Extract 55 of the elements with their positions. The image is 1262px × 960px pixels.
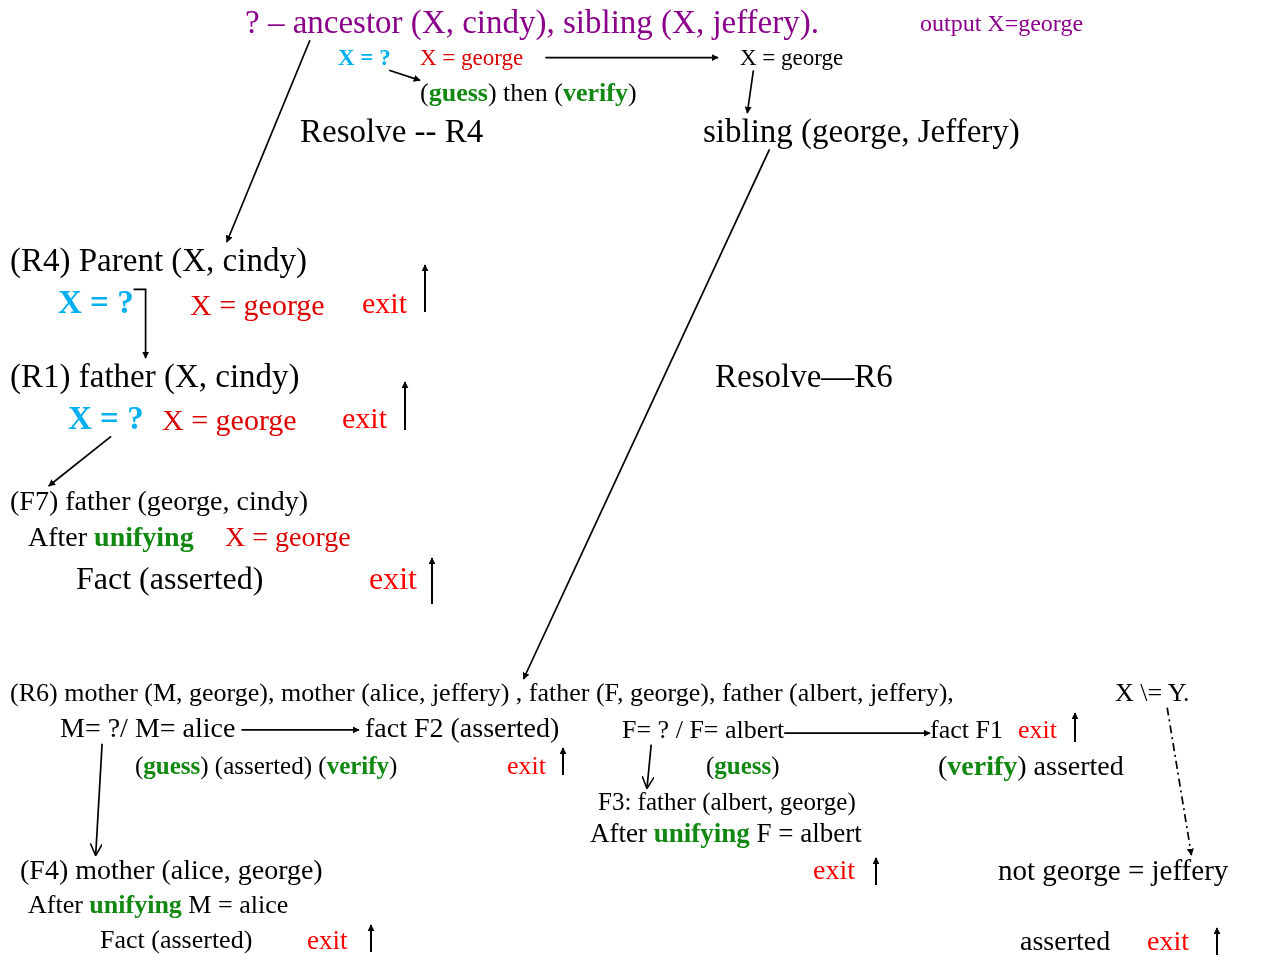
arrow	[89, 742, 104, 857]
subgoal-text: sibling (george, Jeffery)	[703, 113, 1020, 150]
fact-text: (F4) mother (alice, george)	[20, 855, 323, 886]
strategy-note: (guess)	[706, 752, 780, 780]
fact-note: Fact (asserted)	[100, 926, 253, 955]
binding-text: M= ?/ M= alice	[60, 713, 236, 744]
arrow	[641, 743, 655, 790]
arrow	[522, 148, 771, 680]
fact-text: fact F1	[930, 716, 1003, 745]
goal-query: ? – ancestor (X, cindy), sibling (X, jeffery).	[245, 4, 819, 41]
arrow	[744, 69, 755, 114]
unify-note: After unifying M = alice	[28, 891, 289, 920]
unknown-binding: X = ?	[58, 284, 134, 321]
exit-text: exit	[362, 286, 407, 319]
arrow	[225, 39, 311, 243]
arrow	[47, 435, 112, 487]
fact-text: (F7) father (george, cindy)	[10, 486, 309, 517]
rule-text: (R4) Parent (X, cindy)	[10, 242, 307, 279]
unify-note: After unifying F = albert	[590, 819, 862, 849]
strategy-note: (verify) asserted	[938, 751, 1124, 782]
unknown-binding: X = ?	[338, 45, 391, 71]
binding-text: X = george	[190, 288, 325, 321]
exit-text: exit	[1147, 926, 1189, 957]
exit-text: exit	[307, 926, 348, 956]
exit-text: exit	[1018, 716, 1057, 745]
fact-text: fact F2 (asserted)	[365, 713, 560, 744]
condition-text: not george = jeffery	[998, 855, 1229, 887]
resolve-note: Resolve—R6	[715, 358, 893, 395]
fact-text: F3: father (albert, george)	[598, 788, 856, 816]
arrow	[1166, 706, 1194, 856]
output-note: output X=george	[920, 10, 1084, 37]
strategy-note: (guess) then (verify)	[420, 79, 637, 108]
condition-text: X \= Y.	[1115, 679, 1190, 708]
binding-text: X = george	[420, 45, 524, 71]
exit-text: exit	[369, 561, 417, 597]
arrow	[544, 54, 719, 62]
exit-text: exit	[813, 855, 855, 886]
arrow	[388, 69, 421, 82]
status-text: asserted	[1020, 926, 1111, 957]
resolve-note: Resolve -- R4	[300, 113, 484, 150]
exit-text: exit	[342, 401, 387, 434]
arrow	[132, 288, 150, 359]
exit-text: exit	[507, 752, 546, 781]
rule-text: (R1) father (X, cindy)	[10, 358, 300, 395]
arrow	[783, 729, 931, 737]
binding-text: F= ? / F= albert	[622, 716, 785, 745]
binding-text: X = george	[162, 403, 297, 436]
fact-note: Fact (asserted)	[76, 561, 264, 597]
binding-text: X = george	[740, 45, 844, 71]
rule-text: (R6) mother (M, george), mother (alice, jeffery) , father (F, george), father (albert, jeffery),	[10, 679, 954, 708]
unknown-binding: X = ?	[68, 400, 144, 437]
arrow	[240, 726, 360, 734]
unify-note: After unifying	[28, 522, 194, 553]
binding-text: X = george	[225, 522, 351, 553]
strategy-note: (guess) (asserted) (verify)	[135, 752, 398, 780]
